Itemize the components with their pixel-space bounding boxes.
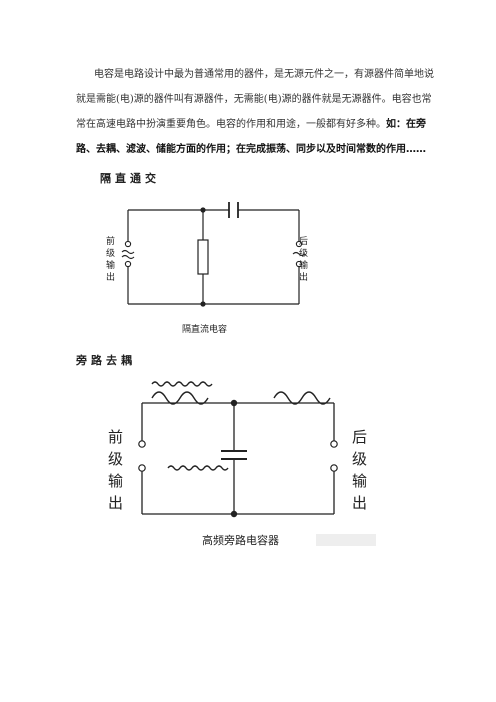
junction-dot-top — [200, 207, 206, 213]
junction-dot-top-2 — [230, 399, 238, 407]
watermark-smudge — [316, 534, 376, 546]
fig2-right-label-4: 出 — [352, 494, 367, 512]
fig2-right-label-3: 输 — [352, 472, 367, 490]
fig2-left-label-2: 级 — [108, 450, 123, 468]
fig1-right-label-2: 级 — [299, 247, 308, 259]
bypass-diagram: 前 级 输 出 后 级 输 出 高频旁路电容器 — [94, 374, 384, 550]
fig1-caption: 隔直流电容 — [182, 323, 227, 335]
fig1-right-label-4: 出 — [299, 271, 308, 283]
fig2-right-label-2: 级 — [352, 450, 367, 468]
fig1-left-label-3: 输 — [106, 259, 115, 271]
ac-source-icon — [121, 249, 306, 260]
signal-waveform-icon — [151, 381, 331, 471]
fig2-left-label-3: 输 — [108, 472, 123, 490]
fig2-right-label-1: 后 — [352, 428, 367, 446]
fig1-left-label-1: 前 — [106, 235, 115, 247]
fig1-left-label-4: 出 — [106, 271, 115, 283]
dc-blocking-diagram: 前 级 输 出 后 级 输 出 隔直流电容 — [96, 194, 324, 340]
intro-text: 电容是电路设计中最为普通常用的器件，是无源元件之一，有源器件简单地说就是需能(电… — [76, 69, 434, 130]
intro-paragraph: 电容是电路设计中最为普通常用的器件，是无源元件之一，有源器件简单地说就是需能(电… — [76, 62, 436, 162]
junction-dot-bottom-2 — [230, 510, 238, 518]
fig1-right-label-1: 后 — [299, 236, 308, 247]
fig1-right-label-3: 输 — [299, 259, 308, 271]
section2-heading: 旁路去耦 — [76, 354, 136, 367]
fig2-left-label-4: 出 — [108, 494, 123, 512]
dc-blocking-figure: 前 级 输 出 后 级 输 出 隔直流电容 — [96, 194, 324, 340]
fig2-left-label-1: 前 — [108, 428, 123, 446]
fig1-left-label-2: 级 — [106, 247, 115, 259]
junction-dot-bottom — [200, 301, 206, 307]
intro-bold-text: 如：在旁路、去耦、滤波、储能方面的作用；在完成振荡、同步以及时间常数的作用…… — [76, 119, 426, 155]
bypass-figure: 前 级 输 出 后 级 输 出 高频旁路电容器 — [94, 374, 384, 550]
fig2-caption: 高频旁路电容器 — [202, 533, 279, 547]
section1-heading: 隔直通交 — [100, 172, 160, 185]
